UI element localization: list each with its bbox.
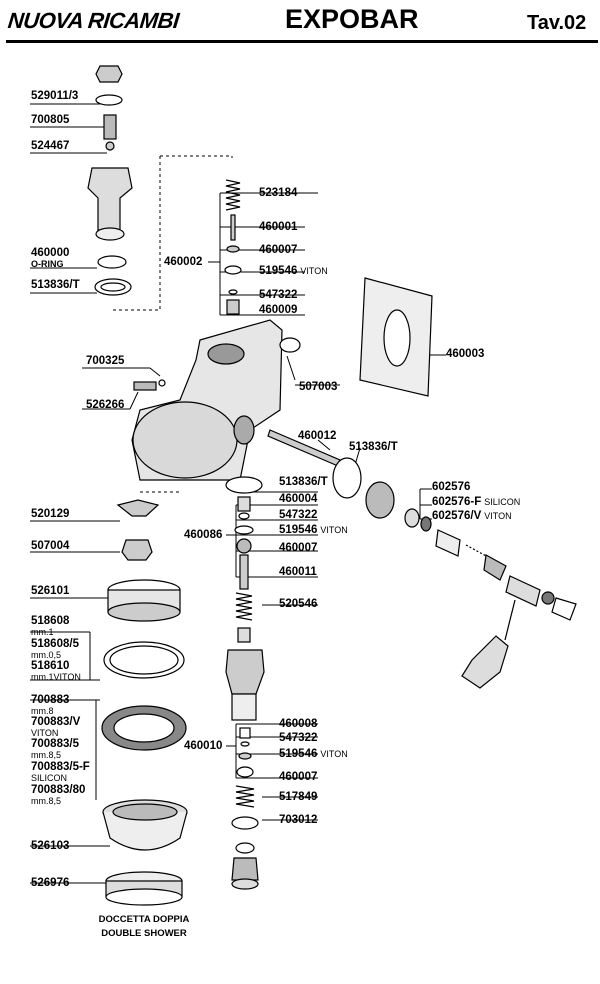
part-label-513836t-b: 513836/T — [349, 441, 398, 453]
part-label-460007-b: 460007 — [279, 542, 318, 554]
part-label-460010: 460010 — [184, 740, 223, 752]
part-note-518610: mm.1VITON — [31, 672, 81, 682]
part-label-460012: 460012 — [298, 430, 337, 442]
part-label-518608: 518608 — [31, 615, 70, 627]
part-label-520546: 520546 — [279, 598, 318, 610]
part-label-460003: 460003 — [446, 348, 485, 360]
part-label-513836t-c: 513836/T — [279, 476, 328, 488]
caption-line-2: DOUBLE SHOWER — [101, 928, 187, 939]
part-label-518610: 518610 — [31, 660, 70, 672]
page-title: EXPOBAR — [285, 4, 419, 34]
part-label-524467: 524467 — [31, 140, 70, 152]
part-label-602576: 602576 — [432, 481, 471, 493]
part-label-547322-c: 547322 — [279, 732, 318, 744]
double-shower-caption: DOCCETTA DOPPIA DOUBLE SHOWER — [64, 913, 224, 941]
part-label-700883-v: 700883/V — [31, 716, 81, 728]
part-label-460011: 460011 — [279, 566, 317, 578]
part-label-517849: 517849 — [279, 791, 318, 803]
part-note-700883-80: mm.8,5 — [31, 796, 62, 806]
header-divider — [6, 40, 598, 43]
part-label-460001: 460001 — [259, 221, 298, 233]
header: NUOVA RICAMBI EXPOBAR Tav.02 — [0, 0, 600, 44]
part-label-523184: 523184 — [259, 187, 298, 199]
part-label-700325: 700325 — [86, 355, 125, 367]
part-label-700883: 700883 — [31, 694, 70, 706]
part-label-460086: 460086 — [184, 529, 223, 541]
part-label-526976: 526976 — [31, 877, 70, 889]
part-note-518608-5: mm.0,5 — [31, 650, 62, 660]
part-label-700805: 700805 — [31, 114, 70, 126]
part-label-520129: 520129 — [31, 508, 70, 520]
part-note-700883-5: mm.8,5 — [31, 750, 62, 760]
part-label-526101: 526101 — [31, 585, 70, 597]
part-label-700883-5f: 700883/5-F — [31, 761, 90, 773]
part-label-460008: 460008 — [279, 718, 318, 730]
part-label-513836t-a: 513836/T — [31, 279, 80, 291]
part-label-460004: 460004 — [279, 493, 318, 505]
part-label-460000: 460000 — [31, 247, 70, 259]
part-label-529011-3: 529011/3 — [31, 90, 79, 102]
part-label-700883-80: 700883/80 — [31, 784, 86, 796]
part-label-526103: 526103 — [31, 840, 70, 852]
part-label-460007-c: 460007 — [279, 771, 318, 783]
part-label-507003: 507003 — [299, 381, 338, 393]
part-label-460009: 460009 — [259, 304, 298, 316]
part-label-547322-b: 547322 — [279, 509, 318, 521]
table-number: Tav.02 — [527, 12, 587, 34]
part-note-700883-5f: SILICON — [31, 773, 68, 783]
part-note-518608: mm.1 — [31, 627, 54, 637]
caption-line-1: DOCCETTA DOPPIA — [98, 914, 190, 925]
part-label-703012: 703012 — [279, 814, 318, 826]
part-note-700883-v: VITON — [31, 728, 59, 738]
part-label-460002: 460002 — [164, 256, 203, 268]
part-note-oring: O-RING — [31, 259, 64, 269]
part-label-507004: 507004 — [31, 540, 70, 552]
part-note-700883: mm.8 — [31, 706, 54, 716]
part-label-518608-5: 518608/5 — [31, 638, 79, 650]
part-label-460007-a: 460007 — [259, 244, 298, 256]
part-label-547322-a: 547322 — [259, 289, 298, 301]
part-label-526266: 526266 — [86, 399, 125, 411]
part-label-700883-5: 700883/5 — [31, 738, 79, 750]
